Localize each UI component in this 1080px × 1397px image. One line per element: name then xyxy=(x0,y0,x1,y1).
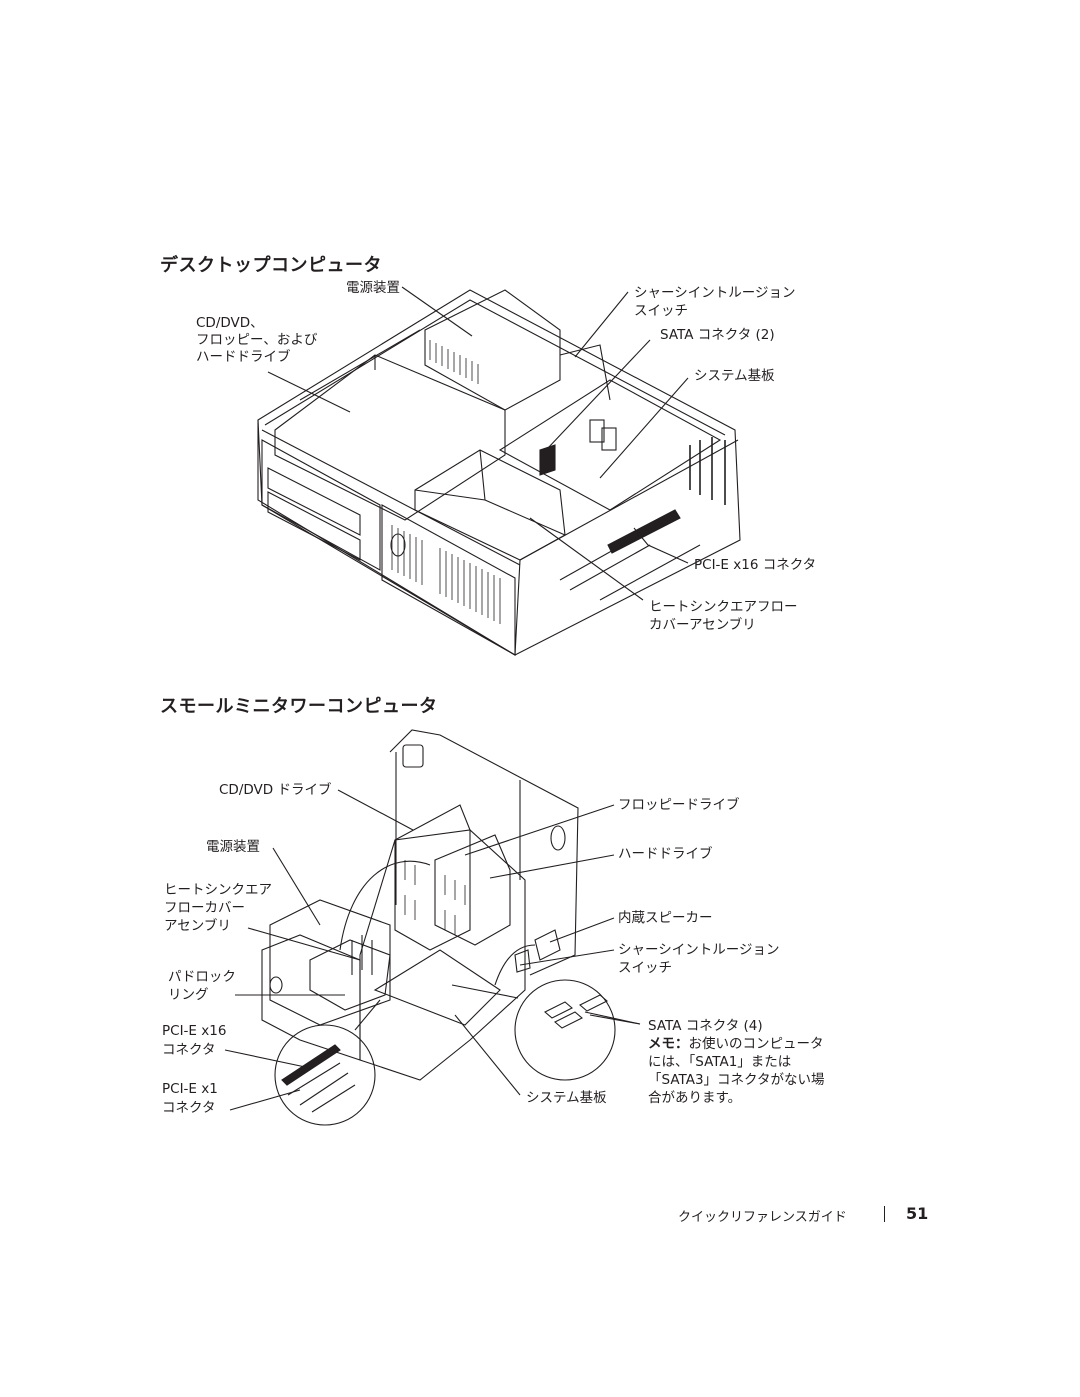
tower-note-line2: には、「SATA1」または xyxy=(648,1054,792,1070)
tower-label-padlock1: パドロック xyxy=(168,969,236,985)
desktop-label-pcie: PCI-E x16 コネクタ xyxy=(694,557,817,573)
desktop-label-sata: SATA コネクタ (2) xyxy=(660,327,775,343)
tower-note-line3: 「SATA3」コネクタがない場 xyxy=(648,1072,825,1088)
desktop-label-board: システム基板 xyxy=(694,368,775,384)
footer-separator xyxy=(884,1206,885,1222)
desktop-label-cd1: CD/DVD、 xyxy=(196,315,264,331)
tower-label-cddvd: CD/DVD ドライブ xyxy=(219,782,332,798)
tower-heading: スモールミニタワーコンピュータ xyxy=(160,696,438,717)
tower-label-pcie16a: PCI-E x16 xyxy=(162,1023,227,1039)
desktop-heading: デスクトップコンピュータ xyxy=(160,255,382,276)
tower-label-hdd: ハードドライブ xyxy=(618,846,713,862)
desktop-label-cd3: ハードドライブ xyxy=(196,349,291,365)
tower-label-padlock2: リング xyxy=(168,987,209,1003)
tower-label-pcie16b: コネクタ xyxy=(162,1042,216,1058)
desktop-label-intrusion1: シャーシイントルージョン xyxy=(634,285,796,301)
tower-label-heat3: アセンブリ xyxy=(164,918,231,934)
tower-label-heat1: ヒートシンクエア xyxy=(164,882,272,898)
desktop-label-heatsink2: カバーアセンブリ xyxy=(649,617,756,633)
note-text-1: お使いのコンピュータ xyxy=(688,1036,824,1052)
desktop-label-intrusion2: スイッチ xyxy=(634,303,688,319)
page-number: 51 xyxy=(906,1204,929,1223)
tower-label-floppy: フロッピードライブ xyxy=(618,797,740,813)
desktop-label-power: 電源装置 xyxy=(346,280,400,296)
tower-label-intrusion2: スイッチ xyxy=(618,960,672,976)
tower-label-pcie1b: コネクタ xyxy=(162,1100,216,1116)
desktop-label-heatsink1: ヒートシンクエアフロー xyxy=(649,599,798,615)
note-label: メモ： xyxy=(648,1036,689,1052)
tower-note-line1: メモ：お使いのコンピュータ xyxy=(648,1035,824,1053)
tower-label-speaker: 内蔵スピーカー xyxy=(618,910,713,926)
footer-title: クイックリファレンスガイド xyxy=(678,1210,847,1225)
tower-label-sata: SATA コネクタ (4) xyxy=(648,1018,763,1034)
tower-label-power: 電源装置 xyxy=(206,839,260,855)
tower-note-line4: 合があります。 xyxy=(648,1090,742,1106)
tower-label-board: システム基板 xyxy=(526,1090,607,1106)
tower-label-pcie1a: PCI-E x1 xyxy=(162,1081,218,1097)
tower-label-heat2: フローカバー xyxy=(164,900,245,916)
desktop-label-cd2: フロッピー、および xyxy=(196,332,318,348)
tower-label-intrusion1: シャーシイントルージョン xyxy=(618,942,780,958)
